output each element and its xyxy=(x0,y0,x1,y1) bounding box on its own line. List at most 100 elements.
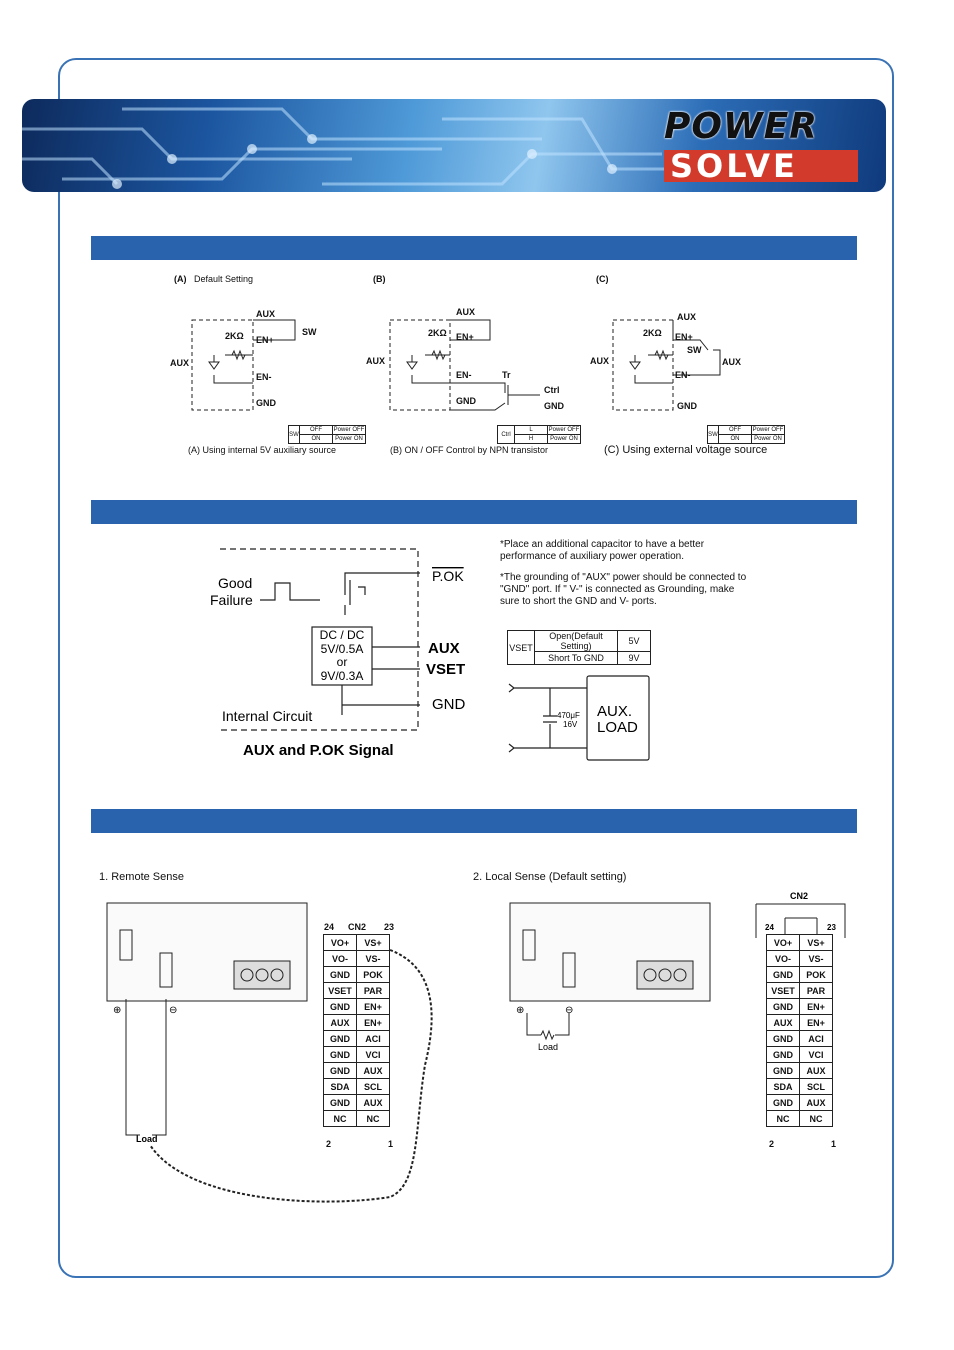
svg-text:⊕: ⊕ xyxy=(113,1005,121,1016)
circuit-c-caption: (C) Using external voltage source xyxy=(604,444,767,456)
aux-load-label-2: LOAD xyxy=(597,719,638,736)
svg-text:EN-: EN- xyxy=(675,370,691,380)
pin-cell: GND xyxy=(323,1046,357,1063)
pin-row: VO+VS+ xyxy=(766,934,833,951)
section-bar-3 xyxy=(91,809,857,833)
svg-text:or: or xyxy=(337,655,348,669)
circuit-a-caption: (A) Using internal 5V auxiliary source xyxy=(188,445,336,455)
brand-logo-bottom: SOLVE xyxy=(664,150,858,182)
svg-text:470μF: 470μF xyxy=(557,711,580,720)
svg-text:AUX: AUX xyxy=(366,356,385,366)
pin-cell: NC xyxy=(799,1110,833,1127)
pin-cell: AUX xyxy=(766,1014,800,1031)
pin-row: VO+VS+ xyxy=(323,934,390,951)
pin-cell: GND xyxy=(766,1030,800,1047)
pin-cell: POK xyxy=(356,966,390,983)
svg-text:GND: GND xyxy=(456,396,477,406)
svg-text:GND: GND xyxy=(544,401,565,411)
pin-cell: EN+ xyxy=(356,998,390,1015)
svg-text:GND: GND xyxy=(677,401,698,411)
pin-cell: NC xyxy=(356,1110,390,1127)
pin-cell: PAR xyxy=(799,982,833,999)
pin-cell: NC xyxy=(766,1110,800,1127)
pin-row: VO-VS- xyxy=(323,950,390,967)
pin-row: VO-VS- xyxy=(766,950,833,967)
circuit-board-pattern xyxy=(22,107,682,189)
pin-cell: EN+ xyxy=(356,1014,390,1031)
pin-cell: GND xyxy=(323,966,357,983)
pin-cell: GND xyxy=(323,1094,357,1111)
pin-cell: VO+ xyxy=(766,934,800,951)
pin-cell: SCL xyxy=(799,1078,833,1095)
pin-cell: GND xyxy=(323,998,357,1015)
svg-text:GND: GND xyxy=(256,398,277,408)
pin-cell: GND xyxy=(766,1094,800,1111)
svg-text:AUX: AUX xyxy=(590,356,609,366)
pin-cell: GND xyxy=(323,1030,357,1047)
pin-cell: VCI xyxy=(799,1046,833,1063)
local-sense-title: 2. Local Sense (Default setting) xyxy=(473,871,627,883)
svg-text:AUX: AUX xyxy=(677,312,696,322)
pin-cell: SCL xyxy=(356,1078,390,1095)
circuit-b: (B) AUX EN+ EN- GND 2KΩ Tr Ctrl GND AUX … xyxy=(366,274,565,455)
svg-text:Ctrl: Ctrl xyxy=(544,385,560,395)
pin-cell: ACI xyxy=(799,1030,833,1047)
pin-cell: GND xyxy=(766,1062,800,1079)
brand-logo-top: POWER xyxy=(664,106,819,147)
svg-text:Failure: Failure xyxy=(210,592,253,608)
circuit-b-caption: (B) ON / OFF Control by NPN transistor xyxy=(390,445,548,455)
svg-text:AUX: AUX xyxy=(256,309,275,319)
pin-cell: NC xyxy=(323,1110,357,1127)
svg-text:SW: SW xyxy=(302,327,317,337)
svg-text:Tr: Tr xyxy=(502,370,511,380)
svg-text:2KΩ: 2KΩ xyxy=(428,328,447,338)
pin-cell: VO- xyxy=(323,950,357,967)
svg-text:SW: SW xyxy=(687,345,702,355)
pin-cell: VS+ xyxy=(799,934,833,951)
pin-cell: GND xyxy=(766,1046,800,1063)
svg-text:Load: Load xyxy=(538,1042,558,1052)
svg-text:(B): (B) xyxy=(373,274,386,284)
svg-text:23: 23 xyxy=(827,923,836,932)
svg-text:2KΩ: 2KΩ xyxy=(643,328,662,338)
aux-signal-caption: AUX and P.OK Signal xyxy=(243,742,394,759)
aux-load-label-1: AUX. xyxy=(597,703,632,720)
svg-text:EN+: EN+ xyxy=(675,332,693,342)
svg-text:9V/0.3A: 9V/0.3A xyxy=(321,669,364,683)
svg-text:EN+: EN+ xyxy=(456,332,474,342)
circuit-a-title: Default Setting xyxy=(194,274,253,284)
pin-cell: VSET xyxy=(766,982,800,999)
svg-text:⊖: ⊖ xyxy=(565,1005,573,1016)
pin-cell: SDA xyxy=(323,1078,357,1095)
pin-cell: SDA xyxy=(766,1078,800,1095)
aux-load-circuit: 470μF 16V AUX. LOAD xyxy=(508,675,650,761)
circuit-c: (C) AUX EN+ EN- GND 2KΩ SW AUX AUX (C) U… xyxy=(590,274,767,456)
circuit-a: (A) Default Setting AUX EN+ EN- GND 2KΩ … xyxy=(170,274,336,455)
section-bar-1 xyxy=(91,236,857,260)
note-grounding: *The grounding of "AUX" power should be … xyxy=(500,572,747,607)
pin-cell: POK xyxy=(799,966,833,983)
remote-sense-diagram: ⊕ ⊖ Load xyxy=(106,902,433,1203)
svg-text:EN-: EN- xyxy=(456,370,472,380)
svg-text:AUX: AUX xyxy=(722,357,741,367)
pin-cell: VSET xyxy=(323,982,357,999)
